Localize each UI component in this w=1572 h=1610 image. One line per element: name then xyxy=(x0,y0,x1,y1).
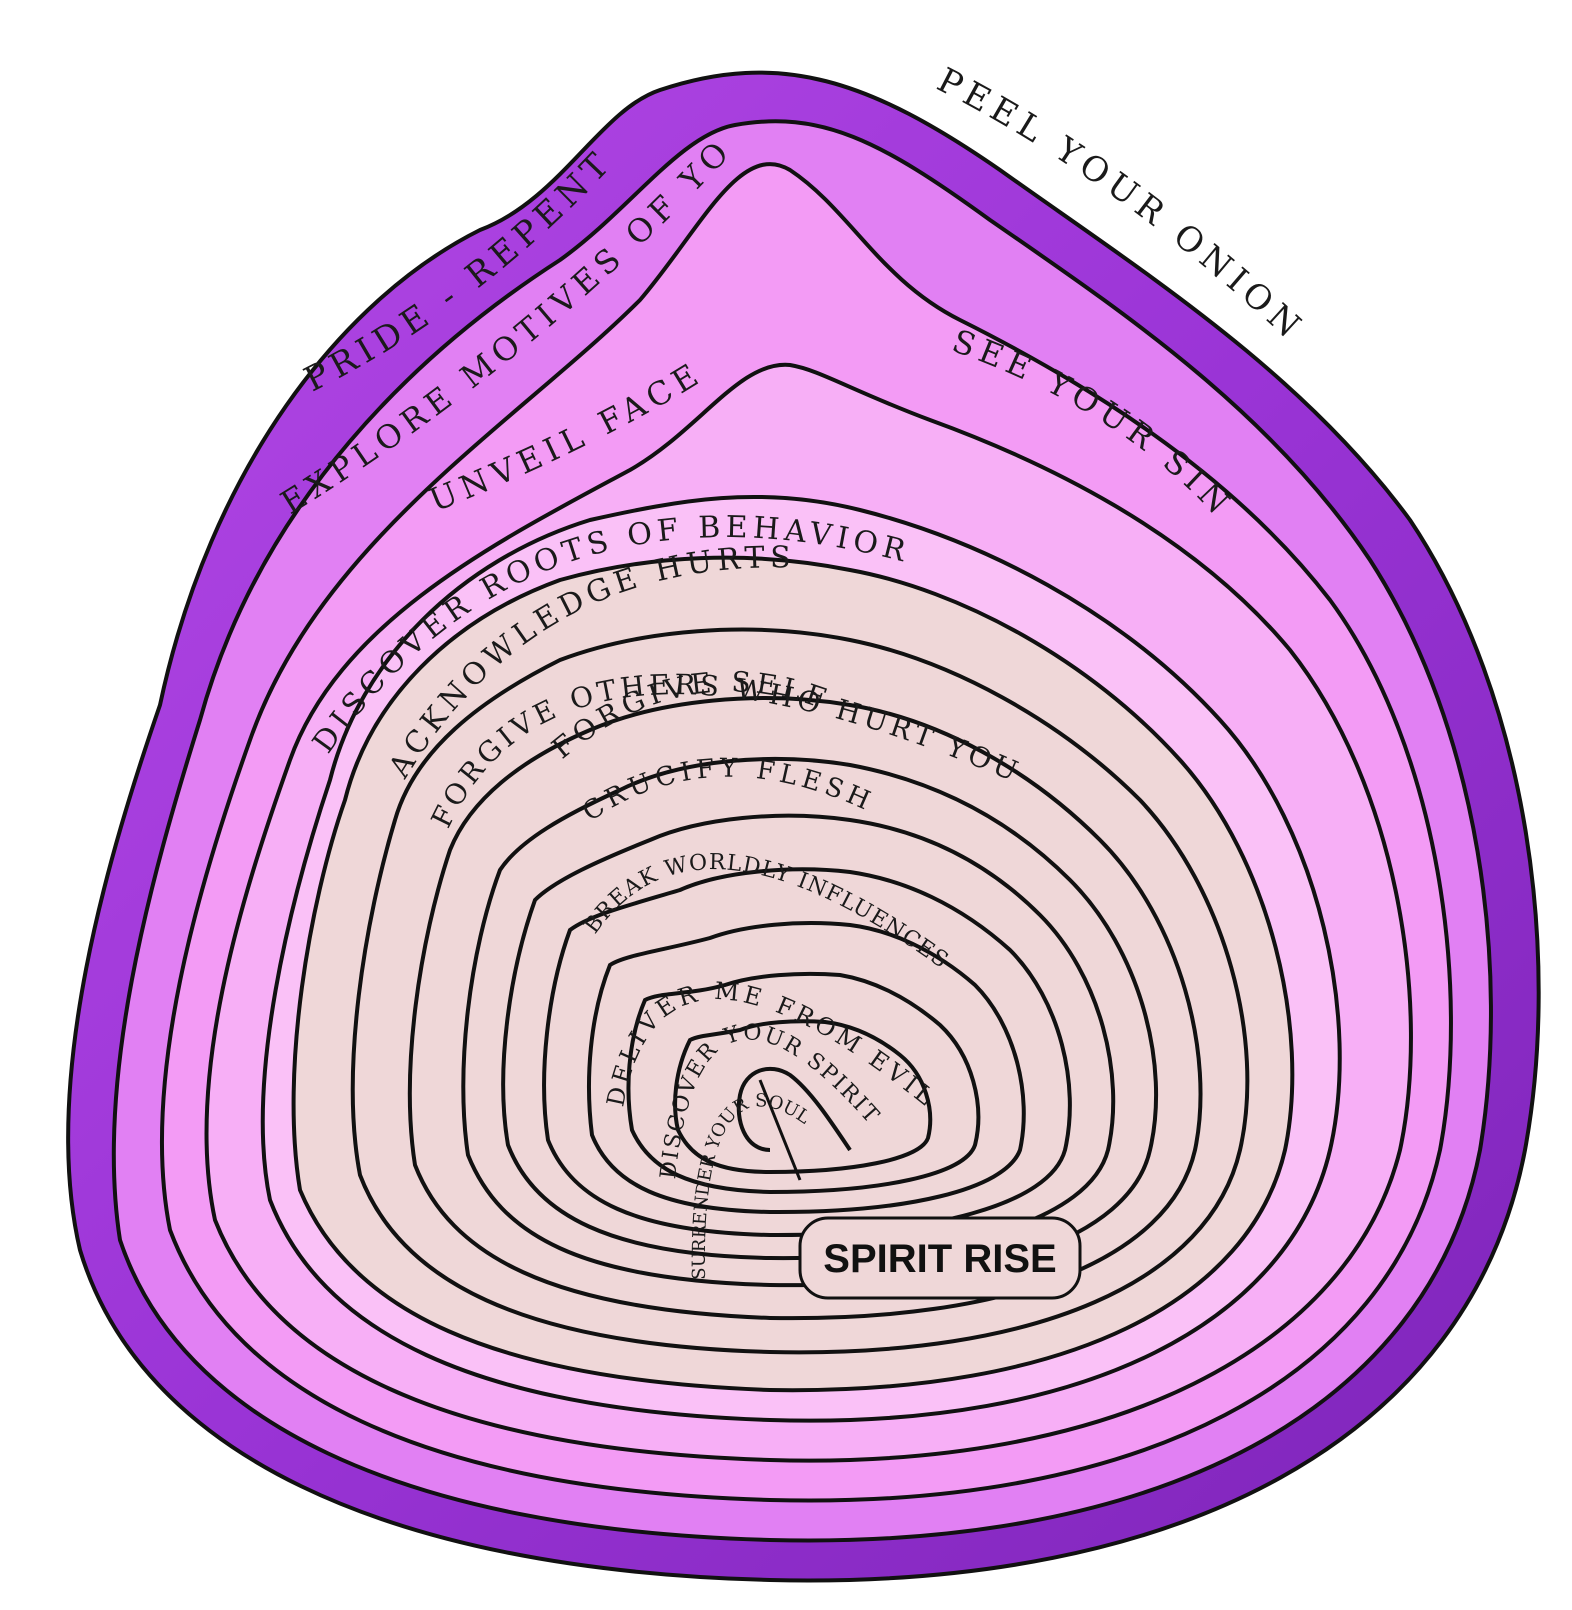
spirit-rise-label: SPIRIT RISE xyxy=(800,1218,1080,1298)
spirit-rise-text: SPIRIT RISE xyxy=(823,1237,1056,1281)
